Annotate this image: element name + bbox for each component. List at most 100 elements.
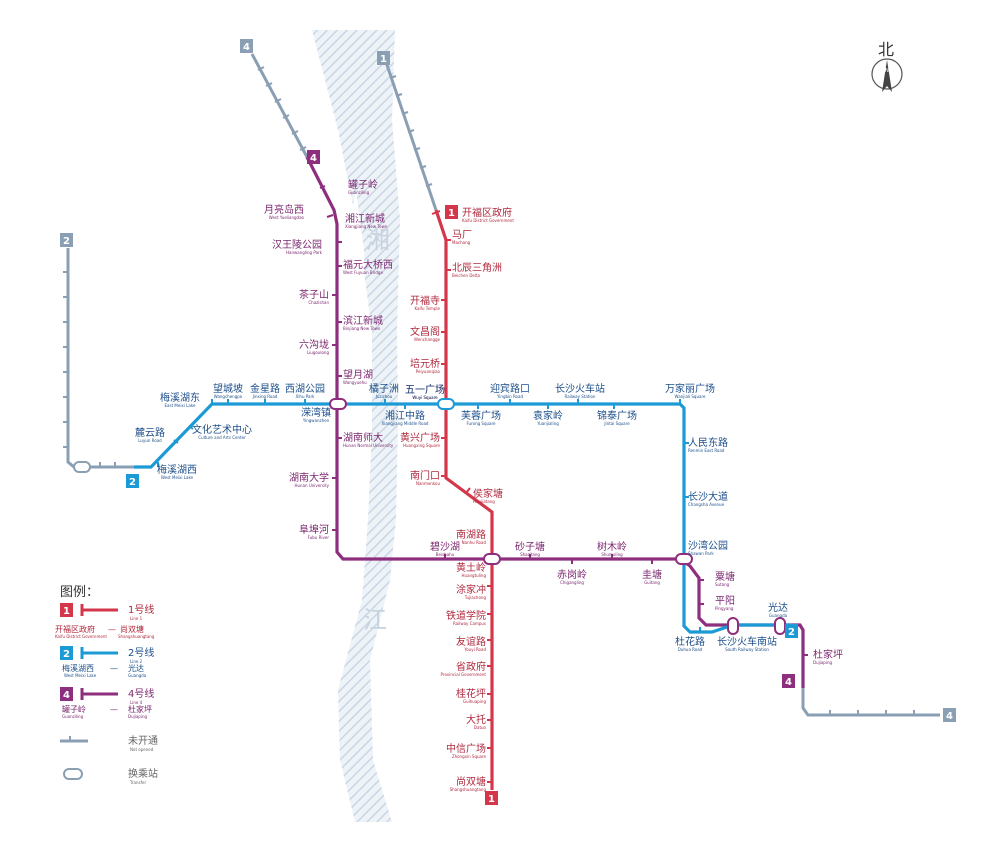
line2-station-shawan-park[interactable]: 沙湾公园 xyxy=(688,539,728,552)
line1-station-kaifu-district-government[interactable]: 开福区政府 xyxy=(462,206,512,219)
river-label-2: 江 xyxy=(363,606,387,634)
line2-station-jinxing-road[interactable]: 金星路 xyxy=(250,382,280,395)
line1-station-shangshuangtang[interactable]: 尚双塘 xyxy=(456,775,486,788)
line2-station-south-railway-station-en: South Railway Station xyxy=(725,647,769,652)
line4-station-west-yueliangdao[interactable]: 月亮岛西 xyxy=(264,203,304,216)
line1-station-tujiachong[interactable]: 涂家冲 xyxy=(456,583,486,596)
transfer-wuyi-square[interactable] xyxy=(437,398,455,410)
line1-station-houjiatang-en: Houjiatang xyxy=(473,499,495,504)
line2-station-east-meixi-lake-en: East Meixi Lake xyxy=(165,403,197,408)
transfer-shawan-park[interactable] xyxy=(675,553,693,565)
line4-station-liugoulong[interactable]: 六沟垅 xyxy=(299,338,329,351)
legend-line2-badge: 2 xyxy=(63,649,70,660)
line4-station-pingyang[interactable]: 平阳 xyxy=(715,595,735,607)
line1-station-huangxing-square[interactable]: 黄兴广场 xyxy=(400,431,440,444)
line2-path xyxy=(134,402,792,634)
transfer-yingwanzhen[interactable] xyxy=(329,398,347,410)
transfer-guangda[interactable] xyxy=(774,617,786,635)
line1-station-railway-campus[interactable]: 铁道学院 xyxy=(446,609,486,622)
line4-station-guanziling[interactable]: 罐子岭 xyxy=(348,178,378,191)
line2-unopened-west xyxy=(66,248,134,469)
line1-station-nanmenkou[interactable]: 南门口 xyxy=(410,469,440,482)
legend-line2-from: 梅溪湖西 xyxy=(62,663,94,673)
line2-station-changsha-avenue[interactable]: 长沙大道 xyxy=(688,490,728,503)
line1-station-kaifu-temple[interactable]: 开福寺 xyxy=(410,294,440,307)
legend-line2-to-en: Guangda xyxy=(128,673,147,678)
line2-station-renmin-east-road[interactable]: 人民东路 xyxy=(688,436,728,449)
line4-station-sutang[interactable]: 粟塘 xyxy=(715,570,735,583)
line1-station-wenchangge[interactable]: 文昌阁 xyxy=(410,325,440,338)
line4-station-beishahu[interactable]: 碧沙湖 xyxy=(430,541,460,553)
line2-station-xiangjiang-middle-road[interactable]: 湘江中路 xyxy=(385,409,425,422)
transfer-huangtuling[interactable] xyxy=(483,553,501,565)
line2-station-jintai-square[interactable]: 锦泰广场 xyxy=(597,409,637,422)
line4-station-shazitang-en: Shazitang xyxy=(520,552,540,557)
line1-station-peiyuanqiao[interactable]: 培元桥 xyxy=(410,357,440,370)
line2-station-luyun-road-en: Luyun Road xyxy=(138,438,162,443)
badge-line1-north: 1 xyxy=(380,54,387,65)
line4-station-hanwangling-park[interactable]: 汉王陵公园 xyxy=(272,239,322,251)
line2-station-luyun-road[interactable]: 麓云路 xyxy=(135,426,165,439)
line2-station-east-meixi-lake[interactable]: 梅溪湖东 xyxy=(160,391,200,404)
line4-station-hunan-normal-university[interactable]: 湖南师大 xyxy=(343,431,383,444)
line4-station-west-fuyuan-bridge[interactable]: 福元大桥西 xyxy=(343,258,393,271)
line2-station-xihu-park[interactable]: 西湖公园 xyxy=(285,383,325,395)
line4-station-chigangling[interactable]: 赤岗岭 xyxy=(557,568,587,581)
line4-station-shumuling[interactable]: 树木岭 xyxy=(597,540,627,553)
line1-station-youyi-road[interactable]: 友谊路 xyxy=(456,635,486,648)
line4-station-fubu-river[interactable]: 阜埠河 xyxy=(299,523,329,536)
legend-transfer-en: Transfer xyxy=(129,780,146,785)
legend-line2-to: 光达 xyxy=(128,663,144,673)
line2-station-west-meixi-lake[interactable]: 梅溪湖西 xyxy=(157,463,197,476)
line2-station-culture-and-arts-center[interactable]: 文化艺术中心 xyxy=(192,423,252,436)
line4-station-wangyuehu[interactable]: 望月湖 xyxy=(343,368,373,381)
line1-station-wuyi-square[interactable]: 五一广场 xyxy=(405,383,445,396)
line2-station-south-railway-station[interactable]: 长沙火车南站 xyxy=(717,635,777,648)
line2-station-railway-station[interactable]: 长沙火车站 xyxy=(555,382,605,395)
line2-station-wangchengpo[interactable]: 望城坡 xyxy=(213,382,243,395)
transfer-south-railway-station[interactable] xyxy=(727,617,739,635)
line1-station-guihuaping[interactable]: 桂花坪 xyxy=(456,687,486,700)
line2-station-guangda[interactable]: 光达 xyxy=(768,601,788,614)
line2-station-yingwanzhen[interactable]: 溁湾镇 xyxy=(301,406,331,419)
line1-station-huangtuling[interactable]: 黄土岭 xyxy=(456,561,486,574)
line4-station-chazishan[interactable]: 茶子山 xyxy=(299,288,329,301)
line1-station-beichen-delta[interactable]: 北辰三角洲 xyxy=(452,262,502,274)
line2-station-furong-square[interactable]: 芙蓉广场 xyxy=(461,409,501,422)
line4-station-guitang[interactable]: 圭塘 xyxy=(642,568,662,581)
line4-station-guanziling-en: Guanziling xyxy=(348,190,370,195)
line2-station-yingbin-road[interactable]: 迎宾路口 xyxy=(490,382,530,395)
line1-station-provincial-government[interactable]: 省政府 xyxy=(456,660,486,673)
line1-station-nanhu-road[interactable]: 南湖路 xyxy=(456,528,486,541)
legend-title: 图例： xyxy=(60,585,99,600)
line2-station-wuyi-square[interactable]: 五一广场 xyxy=(405,383,445,396)
line2-station-duhua-road[interactable]: 杜花路 xyxy=(675,635,705,648)
compass: 北 N xyxy=(871,40,903,92)
line2-station-yuanjialing[interactable]: 袁家岭 xyxy=(533,409,563,422)
line2-station-culture-and-arts-center-en: Culture and Arts Center xyxy=(198,435,246,440)
line1-path xyxy=(434,209,494,790)
badge-line2-west: 2 xyxy=(63,236,70,247)
line2-station-wanjiali-square[interactable]: 万家丽广场 xyxy=(665,382,715,395)
line1-station-kaifu-district-government-en: Kaifu District Government xyxy=(462,218,514,223)
line4-station-hunan-university[interactable]: 湖南大学 xyxy=(289,471,329,484)
line4-station-shazitang[interactable]: 砂子塘 xyxy=(515,540,545,553)
line-badges: 4 1 2 4 1 2 1 2 4 4 xyxy=(60,39,956,805)
line4-ticks xyxy=(319,185,808,656)
line1-station-guihuaping-en: Guihuaping xyxy=(463,699,486,704)
transfer-west-end[interactable] xyxy=(73,461,91,473)
line1-station-houjiatang[interactable]: 侯家塘 xyxy=(473,487,503,500)
line1-station-nanhu-road-en: Nanhu Road xyxy=(462,540,487,545)
line1-station-datuo[interactable]: 大托 xyxy=(466,713,486,726)
line4-station-shumuling-en: Shumuling xyxy=(601,552,623,557)
line2-station-wangchengpo-en: Wangchengpo xyxy=(214,394,243,399)
line2-station-juzizhou[interactable]: 橘子洲 xyxy=(369,383,399,395)
line4-station-xiangjiang-new-town[interactable]: 湘江新城 xyxy=(345,212,385,225)
line4-station-binjiang-new-town[interactable]: 滨江新城 xyxy=(343,314,383,327)
line4-station-dujiaping[interactable]: 杜家坪 xyxy=(813,648,843,661)
line1-station-wuyi-square-en: Wuyi Square xyxy=(412,395,438,400)
line1-station-kaifu-temple-en: Kaifu Temple xyxy=(414,306,440,311)
line1-station-machang[interactable]: 马厂 xyxy=(452,229,472,241)
line1-station-zhongxin-square[interactable]: 中信广场 xyxy=(446,742,486,755)
